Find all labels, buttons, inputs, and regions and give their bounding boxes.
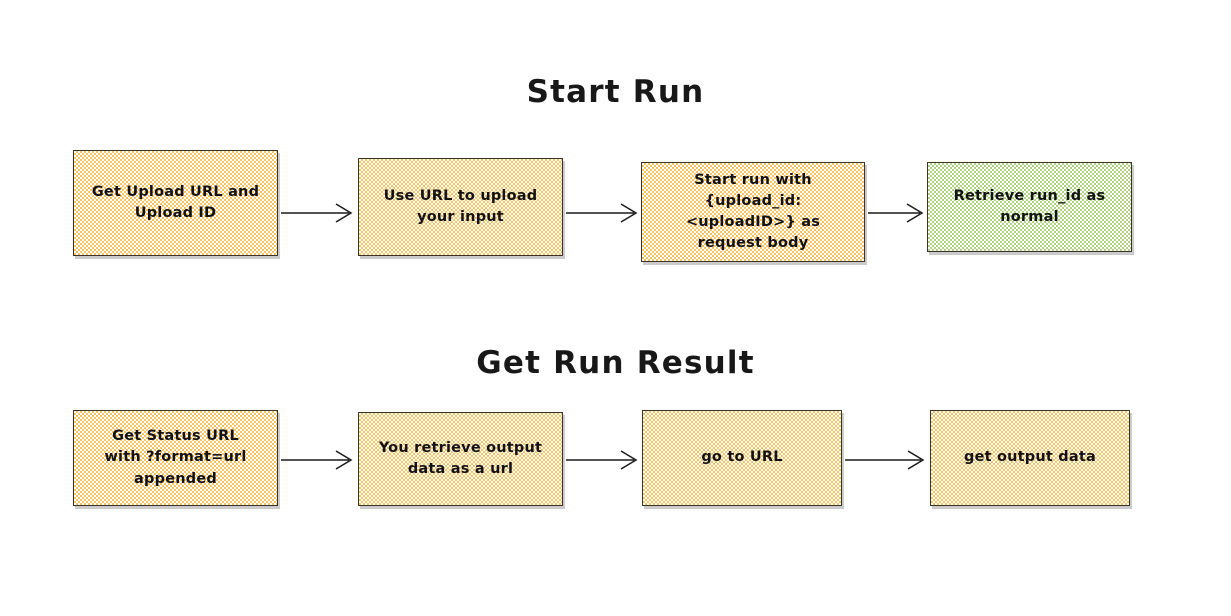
node-retrieve-run-id[interactable]: Retrieve run_id as normal xyxy=(927,162,1132,252)
node-retrieve-output-url[interactable]: You retrieve output data as a url xyxy=(358,412,563,506)
node-label: You retrieve output data as a url xyxy=(378,439,543,477)
node-use-url-to-upload[interactable]: Use URL to upload your input xyxy=(358,158,563,256)
connector-use-url-to-start-run xyxy=(566,200,640,226)
section-title-start-run: Start Run xyxy=(526,74,705,110)
connector-start-run-to-retrieve-run-id xyxy=(868,200,926,226)
node-label: Start run with {upload_id: <uploadID>} a… xyxy=(685,171,821,252)
node-go-to-url[interactable]: go to URL xyxy=(642,410,842,506)
node-label: Use URL to upload your input xyxy=(383,187,538,225)
node-label: go to URL xyxy=(701,449,783,466)
connector-go-to-url-to-get-output-data xyxy=(845,447,927,473)
connector-get-status-url-to-retrieve-output xyxy=(281,447,355,473)
node-label: get output data xyxy=(964,449,1096,466)
section-title-get-run-result: Get Run Result xyxy=(476,345,755,381)
node-start-run-with-body[interactable]: Start run with {upload_id: <uploadID>} a… xyxy=(641,162,865,262)
node-get-upload-url[interactable]: Get Upload URL and Upload ID xyxy=(73,150,278,256)
connector-get-upload-url-to-use-url xyxy=(281,200,355,226)
connector-retrieve-output-to-go-to-url xyxy=(566,447,640,473)
node-label: Get Upload URL and Upload ID xyxy=(91,183,260,221)
node-label: Get Status URL with ?format=url appended xyxy=(104,428,247,487)
node-get-status-url[interactable]: Get Status URL with ?format=url appended xyxy=(73,410,278,506)
node-get-output-data[interactable]: get output data xyxy=(930,410,1130,506)
node-label: Retrieve run_id as normal xyxy=(953,187,1106,225)
